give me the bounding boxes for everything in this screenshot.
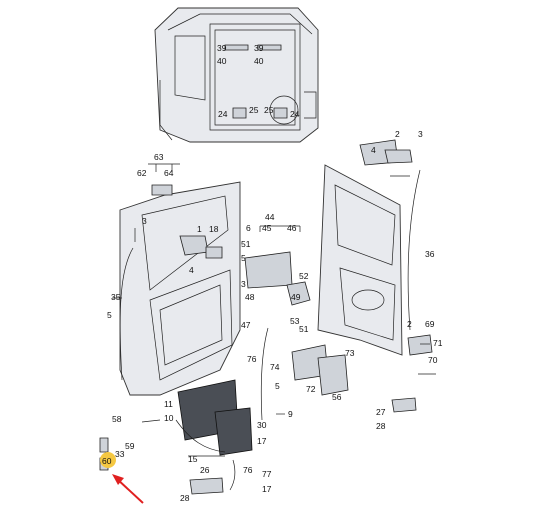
leader-lines <box>112 163 436 457</box>
callout-47: 47 <box>241 320 251 330</box>
left-door-panel <box>119 181 241 396</box>
callout-40: 40 <box>217 56 227 66</box>
van-rear-inset <box>154 7 319 143</box>
callout-46: 46 <box>287 223 297 233</box>
callout-73: 73 <box>345 348 355 358</box>
callout-74: 74 <box>270 362 280 372</box>
callout-28: 28 <box>376 421 386 431</box>
callout-4: 4 <box>371 145 376 155</box>
callout-5: 5 <box>107 310 112 320</box>
callout-39: 39 <box>217 43 227 53</box>
callout-76: 76 <box>247 354 257 364</box>
callout-40: 40 <box>254 56 264 66</box>
callout-2: 2 <box>407 319 412 329</box>
callout-44: 44 <box>265 212 275 222</box>
callout-27: 27 <box>376 407 386 417</box>
mechanism-parts <box>99 139 433 495</box>
callout-33: 33 <box>115 449 125 459</box>
callout-11: 11 <box>164 399 173 409</box>
callout-58: 58 <box>112 414 122 424</box>
callout-63: 63 <box>154 152 164 162</box>
callout-28: 28 <box>180 493 190 503</box>
callout-60: 60 <box>102 456 112 466</box>
callout-72: 72 <box>306 384 316 394</box>
callout-3: 3 <box>241 279 246 289</box>
callout-51: 51 <box>299 324 309 334</box>
callout-59: 59 <box>125 441 135 451</box>
callout-6: 6 <box>246 223 251 233</box>
callout-77: 77 <box>262 469 272 479</box>
callout-labels: 39 40 39 40 24 25 25 24 63 64 62 3 1 18 … <box>102 43 443 503</box>
callout-48: 48 <box>245 292 255 302</box>
callout-45: 45 <box>262 223 272 233</box>
callout-17: 17 <box>257 436 267 446</box>
callout-56: 56 <box>332 392 342 402</box>
callout-69: 69 <box>425 319 435 329</box>
callout-49: 49 <box>291 292 301 302</box>
callout-5: 5 <box>241 253 246 263</box>
callout-10: 10 <box>164 413 174 423</box>
callout-36: 36 <box>425 249 435 259</box>
callout-3: 3 <box>142 216 147 226</box>
right-door-panel <box>317 164 403 356</box>
highlight-60 <box>100 452 116 468</box>
callout-53: 53 <box>290 316 300 326</box>
callout-18: 18 <box>209 224 219 234</box>
callout-25: 25 <box>249 105 259 115</box>
callout-1: 1 <box>197 224 202 234</box>
callout-15: 15 <box>188 454 198 464</box>
callout-24: 24 <box>290 109 300 119</box>
callout-39: 39 <box>254 43 264 53</box>
callout-17: 17 <box>262 484 272 494</box>
red-arrow <box>112 474 144 504</box>
callout-4: 4 <box>189 265 194 275</box>
callout-5: 5 <box>275 381 280 391</box>
callout-35: 35 <box>111 292 121 302</box>
callout-9: 9 <box>288 409 293 419</box>
callout-2: 2 <box>395 129 400 139</box>
callout-76: 76 <box>243 465 253 475</box>
callout-62: 62 <box>137 168 147 178</box>
callout-70: 70 <box>428 355 438 365</box>
callout-24: 24 <box>218 109 228 119</box>
callout-26: 26 <box>200 465 210 475</box>
callout-25: 25 <box>264 105 274 115</box>
callout-3: 3 <box>418 129 423 139</box>
callout-71: 71 <box>433 338 443 348</box>
callout-52: 52 <box>299 271 309 281</box>
callout-30: 30 <box>257 420 267 430</box>
callout-51: 51 <box>241 239 251 249</box>
callout-64: 64 <box>164 168 174 178</box>
